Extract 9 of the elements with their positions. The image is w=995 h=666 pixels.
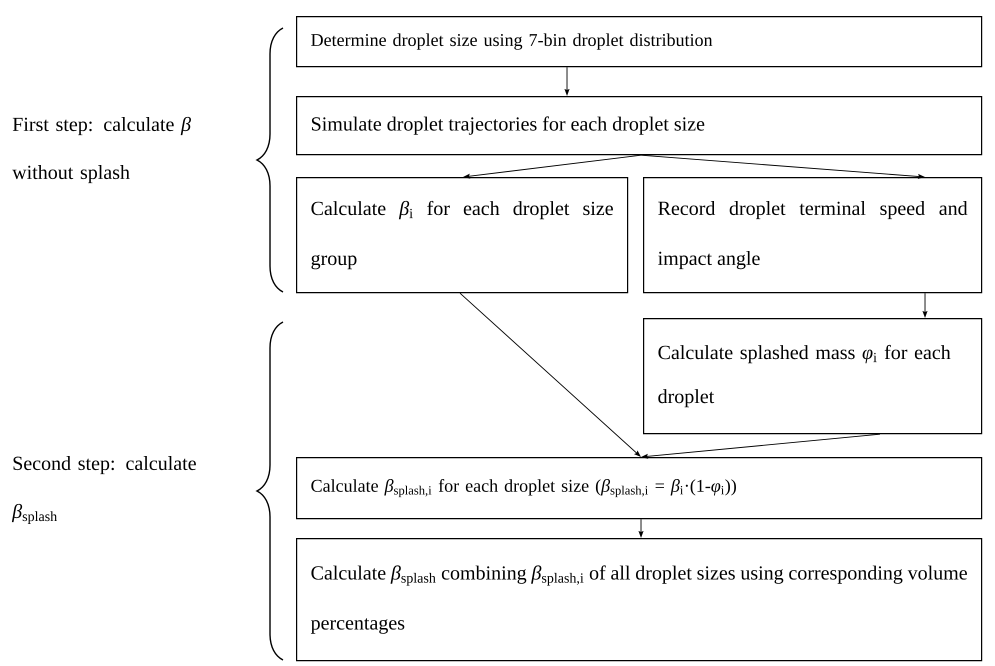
- process-box: Calculate β$_{splash,i}$ for each droplet size (β$_{splash,i}$ = β$_{i}$·(1-φ$_{i}$)): [296, 457, 982, 520]
- process-box: Calculate β$_{splash}$ combining β$_{splash,i}$ of all droplet sizes using corresponding volume percentages: [296, 538, 982, 662]
- step-label: First step: calculate β without splash: [12, 116, 191, 184]
- step-label: Second step: calculate β$_{splash}$: [12, 456, 196, 524]
- process-box: Determine droplet size using 7-bin droplet distribution: [296, 16, 982, 68]
- process-box: Calculate splashed mass φ$_{i}$ for each droplet: [643, 318, 982, 434]
- process-box: Simulate droplet trajectories for each droplet size: [296, 96, 982, 156]
- process-box: Calculate β$_{i}$ for each droplet size group: [296, 177, 628, 294]
- process-box: Record droplet terminal speed and impact angle: [643, 177, 982, 294]
